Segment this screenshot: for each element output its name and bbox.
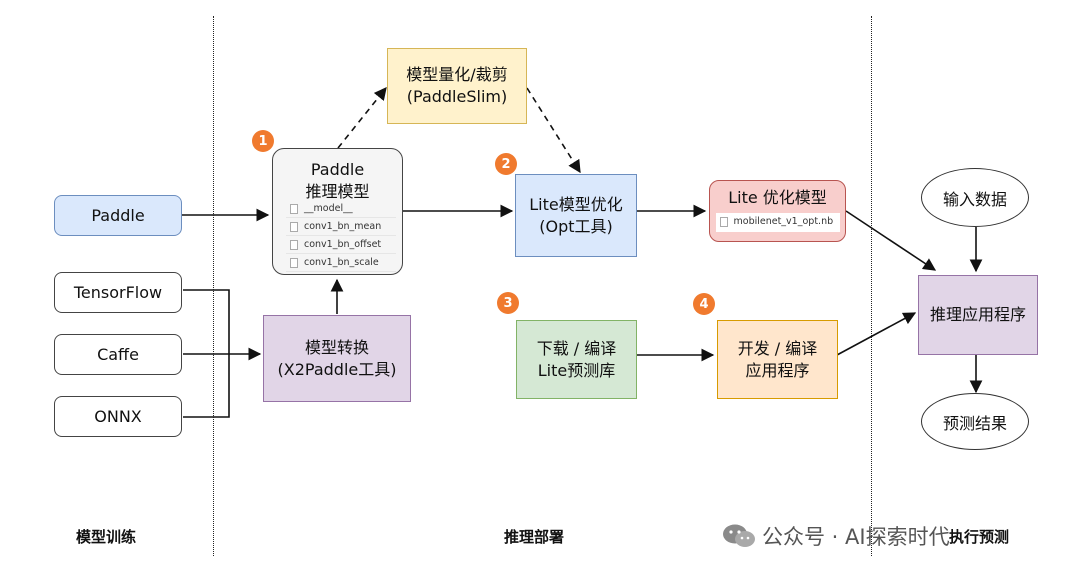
file-name: conv1_bn_mean bbox=[304, 221, 382, 232]
model-file-row: conv1_bn_offset bbox=[286, 236, 396, 254]
x2paddle-title-2: (X2Paddle工具) bbox=[277, 359, 397, 379]
file-icon bbox=[290, 257, 298, 268]
arrow-infer-to-slim bbox=[337, 87, 387, 149]
arrow-tf-bracket bbox=[183, 289, 230, 354]
infer-app-label: 推理应用程序 bbox=[929, 305, 1026, 325]
arrow-dev-to-app bbox=[836, 312, 917, 356]
caffe-label: Caffe bbox=[97, 344, 139, 364]
predict-result-label: 预测结果 bbox=[942, 413, 1007, 433]
tensorflow-box: TensorFlow bbox=[54, 272, 182, 313]
file-name: conv1_bn_scale bbox=[304, 257, 379, 268]
file-name: __model__ bbox=[304, 203, 353, 214]
model-file-list: __model__ conv1_bn_mean conv1_bn_offset … bbox=[286, 200, 396, 272]
file-icon bbox=[290, 239, 298, 250]
infer-app-box: 推理应用程序 bbox=[918, 275, 1038, 355]
divider-left bbox=[213, 16, 214, 556]
develop-title-1: 开发 / 编译 bbox=[737, 338, 818, 358]
section-train-label: 模型训练 bbox=[76, 528, 137, 546]
paddle-infer-title-1: Paddle bbox=[310, 160, 365, 179]
lite-opt-model-box: Lite 优化模型 mobilenet_v1_opt.nb bbox=[709, 180, 846, 242]
file-icon bbox=[290, 221, 298, 232]
divider-right bbox=[871, 16, 872, 556]
lite-opt-model-title: Lite 优化模型 bbox=[728, 188, 827, 207]
step-badge-4: 4 bbox=[693, 293, 715, 315]
file-icon bbox=[290, 203, 298, 214]
file-name: conv1_bn_offset bbox=[304, 239, 382, 250]
x2paddle-box: 模型转换 (X2Paddle工具) bbox=[263, 315, 411, 402]
section-deploy-label: 推理部署 bbox=[504, 528, 565, 546]
paddleslim-title-1: 模型量化/裁剪 bbox=[406, 65, 508, 85]
opt-title-1: Lite模型优化 bbox=[529, 194, 623, 214]
download-title-1: 下载 / 编译 bbox=[536, 338, 617, 358]
download-title-2: Lite预测库 bbox=[537, 360, 616, 380]
arrow-lite-to-app bbox=[845, 210, 937, 271]
step-badge-1: 1 bbox=[252, 130, 274, 152]
paddle-label: Paddle bbox=[91, 205, 145, 225]
predict-result-node: 预测结果 bbox=[921, 393, 1029, 450]
wechat-icon bbox=[723, 524, 755, 547]
caffe-box: Caffe bbox=[54, 334, 182, 375]
onnx-label: ONNX bbox=[94, 406, 142, 426]
model-file-row: __model__ bbox=[286, 200, 396, 218]
download-lib-box: 下载 / 编译 Lite预测库 bbox=[516, 320, 637, 399]
develop-app-box: 开发 / 编译 应用程序 bbox=[717, 320, 838, 399]
arrow-slim-to-opt bbox=[526, 87, 581, 174]
model-file-row: conv1_bn_scale bbox=[286, 254, 396, 272]
paddleslim-box: 模型量化/裁剪 (PaddleSlim) bbox=[387, 48, 527, 124]
input-data-label: 输入数据 bbox=[942, 189, 1007, 209]
step-badge-3: 3 bbox=[497, 292, 519, 314]
lite-opt-file-row: mobilenet_v1_opt.nb bbox=[715, 212, 840, 232]
paddle-infer-title-2: 推理模型 bbox=[305, 181, 370, 201]
section-execute-label: 执行预测 bbox=[949, 528, 1010, 546]
x2paddle-title-1: 模型转换 bbox=[304, 337, 369, 357]
onnx-box: ONNX bbox=[54, 396, 182, 437]
paddleslim-title-2: (PaddleSlim) bbox=[406, 87, 508, 106]
develop-title-2: 应用程序 bbox=[745, 360, 810, 380]
arrow-onnx-bracket bbox=[183, 354, 230, 418]
opt-title-2: (Opt工具) bbox=[539, 216, 613, 236]
step-badge-2: 2 bbox=[495, 153, 517, 175]
opt-box: Lite模型优化 (Opt工具) bbox=[515, 174, 637, 257]
lite-opt-file-name: mobilenet_v1_opt.nb bbox=[733, 215, 834, 227]
watermark-text: 公众号 · AI探索时代 bbox=[762, 525, 950, 549]
tensorflow-label: TensorFlow bbox=[73, 282, 163, 302]
paddle-box: Paddle bbox=[54, 195, 182, 236]
model-file-row: conv1_bn_mean bbox=[286, 218, 396, 236]
watermark: 公众号 · AI探索时代 bbox=[722, 521, 950, 551]
file-icon bbox=[719, 217, 728, 228]
input-data-node: 输入数据 bbox=[921, 168, 1029, 227]
